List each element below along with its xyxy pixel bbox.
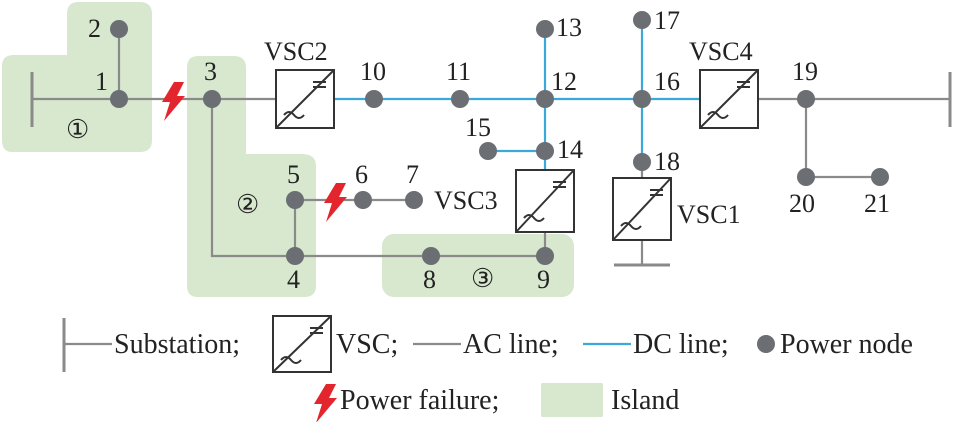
island-label-3: ③ [471,264,494,293]
node-5 [286,191,304,209]
node-6 [354,191,372,209]
node-1 [110,90,128,108]
node-label-13: 13 [556,13,582,42]
legend-dc-line-label: DC line; [633,329,729,360]
node-15 [479,142,497,160]
node-21 [871,168,889,186]
node-label-14: 14 [557,135,583,164]
legend-power-failure-icon [314,384,337,422]
node-12 [536,90,554,108]
node-20 [797,168,815,186]
node-3 [203,90,221,108]
vsc3-label: VSC3 [434,186,498,215]
node-10 [365,90,383,108]
power-nodes [110,11,889,265]
node-label-5: 5 [287,160,300,189]
island-2 [187,56,316,297]
legend-substation-label: Substation; [114,329,240,360]
vsc3-symbol [515,169,575,233]
node-label-3: 3 [204,57,217,86]
vsc1-symbol [612,177,672,241]
vsc2-symbol [275,69,335,129]
vsc2-label: VSC2 [264,37,328,66]
legend-power-failure-label: Power failure; [340,385,499,416]
node-14 [536,142,554,160]
node-4 [286,247,304,265]
node-label-8: 8 [423,265,436,294]
node-17 [633,11,651,29]
node-label-20: 20 [789,189,815,218]
node-19 [797,90,815,108]
node-label-9: 9 [537,265,550,294]
legend-vsc-symbol [272,315,332,373]
node-2 [110,20,128,38]
legend-ac-line-label: AC line; [463,329,559,360]
legend-power-node-label: Power node [780,329,913,360]
node-label-12: 12 [551,67,577,96]
node-18 [633,153,651,171]
node-label-17: 17 [654,6,680,35]
node-8 [422,247,440,265]
power-failure-icon-2 [324,183,347,222]
vsc1-label: VSC1 [677,200,741,229]
legend-island-label: Island [611,385,679,416]
node-label-11: 11 [446,57,471,86]
island-label-1: ① [66,115,89,144]
node-label-4: 4 [287,265,300,294]
node-7 [405,191,423,209]
legend-island-swatch [541,383,603,417]
vsc4-label: VSC4 [689,37,753,66]
legend-vsc-label: VSC; [336,329,398,360]
node-9 [536,247,554,265]
island-1 [2,2,152,152]
node-label-18: 18 [654,147,680,176]
node-label-21: 21 [864,189,890,218]
node-label-16: 16 [654,67,680,96]
node-13 [536,20,554,38]
node-label-7: 7 [406,160,419,189]
node-label-6: 6 [355,160,368,189]
vsc4-symbol [699,69,759,129]
node-label-10: 10 [360,57,386,86]
node-16 [633,90,651,108]
node-labels: 1 2 3 4 5 6 7 8 9 10 11 12 13 14 15 16 1… [88,6,890,294]
ac-lines [32,29,950,265]
node-label-15: 15 [465,113,491,142]
node-11 [451,90,469,108]
node-label-19: 19 [792,57,818,86]
power-failure-icon-1 [162,82,185,121]
legend: Substation; VSC; AC line; DC line; Power… [62,315,913,422]
island-label-2: ② [236,190,259,219]
node-label-2: 2 [88,14,101,43]
legend-power-node-symbol [757,335,775,353]
node-label-1: 1 [95,67,108,96]
